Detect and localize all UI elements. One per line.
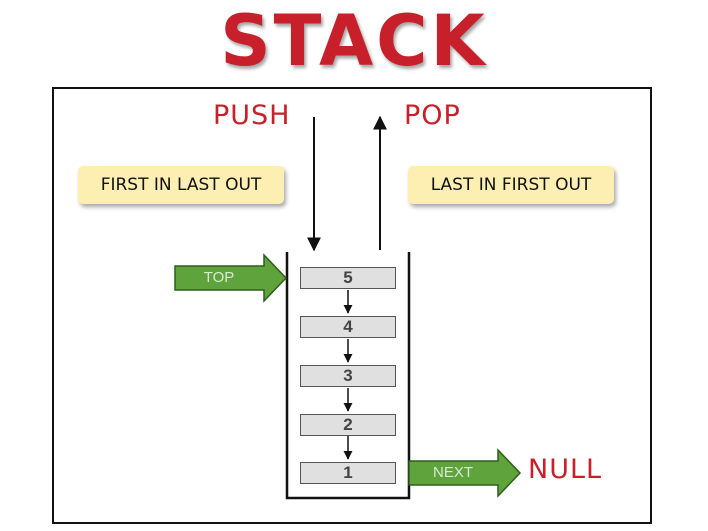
stack-cell: 4 bbox=[300, 316, 396, 338]
note-last-in-first-out: LAST IN FIRST OUT bbox=[408, 166, 614, 204]
next-pointer-label: NEXT bbox=[432, 464, 473, 481]
stack-cell: 2 bbox=[300, 414, 396, 436]
page-title: STACK bbox=[220, 0, 488, 82]
stack-cell: 1 bbox=[300, 462, 396, 484]
push-label: PUSH bbox=[213, 100, 291, 131]
top-pointer-arrow bbox=[174, 253, 288, 303]
stack-cell: 3 bbox=[300, 365, 396, 387]
top-pointer-label: TOP bbox=[203, 269, 235, 286]
diagram-frame bbox=[52, 87, 652, 524]
pop-label: POP bbox=[404, 100, 461, 131]
stack-container bbox=[285, 252, 411, 500]
null-label: NULL bbox=[528, 454, 603, 485]
note-first-in-last-out: FIRST IN LAST OUT bbox=[78, 166, 284, 204]
stack-cell: 5 bbox=[300, 267, 396, 289]
next-pointer-arrow bbox=[408, 448, 522, 498]
